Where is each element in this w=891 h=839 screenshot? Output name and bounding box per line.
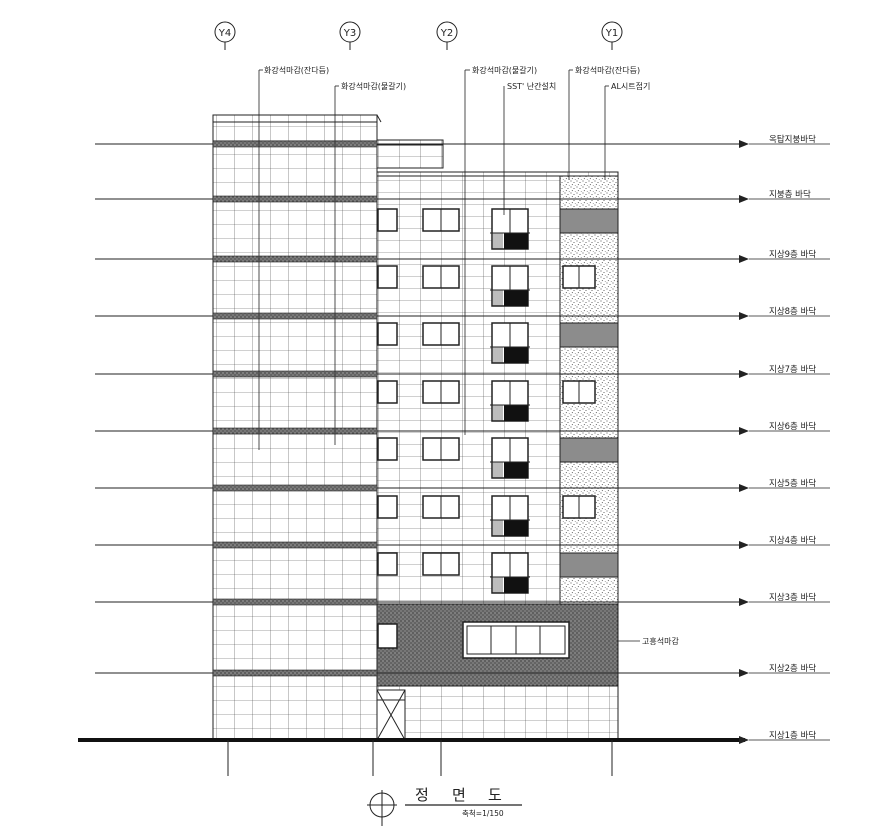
balcony-shadow xyxy=(504,520,528,536)
level-arrow-icon xyxy=(739,427,749,435)
title-char: 정 xyxy=(415,786,429,804)
slab-band xyxy=(212,484,378,492)
grid-axis-y2: Y2 xyxy=(436,21,458,50)
level-arrow-icon xyxy=(739,370,749,378)
window xyxy=(377,552,398,576)
window xyxy=(377,322,398,346)
window xyxy=(377,437,398,461)
note-granite-finish: 고흥석마감 xyxy=(642,636,679,646)
slab-band xyxy=(212,541,378,549)
title-char: 면 xyxy=(452,786,466,804)
slab-band xyxy=(212,255,378,263)
scale-label: 축척=1/150 xyxy=(462,809,504,818)
balcony-shadow xyxy=(504,290,528,306)
floor-level-label: 지상7층 바닥 xyxy=(769,364,816,375)
level-arrow-icon xyxy=(739,736,749,744)
slab-band xyxy=(212,312,378,320)
level-arrow-icon xyxy=(739,255,749,263)
al-sheet-panel xyxy=(559,208,619,234)
penthouse xyxy=(376,139,444,169)
grid-axis-y1: Y1 xyxy=(601,21,623,50)
grid-axis-label: Y4 xyxy=(218,28,231,39)
floor-level-label: 지상3층 바닥 xyxy=(769,592,816,603)
window-group xyxy=(377,208,530,594)
note-stone-polished: 화강석마감(물갈기) xyxy=(341,81,406,91)
slab-band xyxy=(212,140,378,148)
level-arrow-icon xyxy=(739,541,749,549)
al-sheet-panel xyxy=(559,437,619,463)
floor-level-label: 지붕층 바닥 xyxy=(769,189,811,200)
floor-level-label: 지상2층 바닥 xyxy=(769,663,816,674)
level-arrow-icon xyxy=(739,312,749,320)
floor-level-label: 지상4층 바닥 xyxy=(769,535,816,546)
left-tower xyxy=(212,114,382,741)
note-stone-polished: 화강석마감(물갈기) xyxy=(472,65,537,75)
grid-axis-y3: Y3 xyxy=(339,21,361,50)
note-stone-rough: 화강석마감(잔다듬) xyxy=(264,65,329,75)
slab-band xyxy=(212,669,378,677)
window xyxy=(377,495,398,519)
al-sheet-panel xyxy=(559,552,619,578)
balcony-shadow xyxy=(504,462,528,478)
grid-axis-label: Y1 xyxy=(605,28,618,39)
entrance-door xyxy=(376,689,406,741)
grid-axis-label: Y3 xyxy=(343,28,356,39)
podium-window-small xyxy=(377,623,398,649)
floor-level-label: 지상5층 바닥 xyxy=(769,478,816,489)
slab-band xyxy=(212,598,378,606)
note-al-sheet: AL시트접기 xyxy=(611,81,650,91)
grid-axis-y4: Y4 xyxy=(214,21,236,50)
floor-level-label: 지상1층 바닥 xyxy=(769,730,816,741)
grid-axis-markers: Y4 Y3 Y2 Y1 xyxy=(214,21,623,50)
ground-and-grid-lines xyxy=(78,738,745,776)
al-sheet-panel xyxy=(559,322,619,348)
floor-level-label: 지상9층 바닥 xyxy=(769,249,816,260)
slab-band xyxy=(212,427,378,435)
note-stone-rough: 화강석마감(잔다듬) xyxy=(575,65,640,75)
slab-band xyxy=(212,370,378,378)
window xyxy=(377,208,398,232)
note-leaders xyxy=(258,69,640,642)
balcony-shadow xyxy=(504,405,528,421)
window xyxy=(377,380,398,404)
grid-axis-label: Y2 xyxy=(440,28,453,39)
title-block: 정 면 도 축척=1/150 xyxy=(367,786,522,826)
level-arrow-icon xyxy=(739,669,749,677)
window xyxy=(377,265,398,289)
podium-granite xyxy=(376,603,619,687)
material-notes: 화강석마감(잔다듬) 화강석마감(물갈기) 화강석마감(물갈기) SST' 난간… xyxy=(264,65,679,646)
level-arrow-icon xyxy=(739,195,749,203)
floor-level-label: 옥탑지붕바닥 xyxy=(769,134,816,145)
balcony-shadow xyxy=(504,347,528,363)
floor-level-label: 지상8층 바닥 xyxy=(769,306,816,317)
balcony-shadow xyxy=(504,577,528,593)
note-railing: SST' 난간설치 xyxy=(507,81,556,91)
balcony-shadow xyxy=(504,233,528,249)
floor-level-label: 지상6층 바닥 xyxy=(769,421,816,432)
level-arrow-icon xyxy=(739,140,749,148)
floor-level-lines xyxy=(95,140,745,677)
slab-band xyxy=(212,195,378,203)
stone-column-right xyxy=(559,175,619,605)
level-arrow-icon xyxy=(739,484,749,492)
level-arrow-icon xyxy=(739,598,749,606)
title-char: 도 xyxy=(488,786,502,804)
